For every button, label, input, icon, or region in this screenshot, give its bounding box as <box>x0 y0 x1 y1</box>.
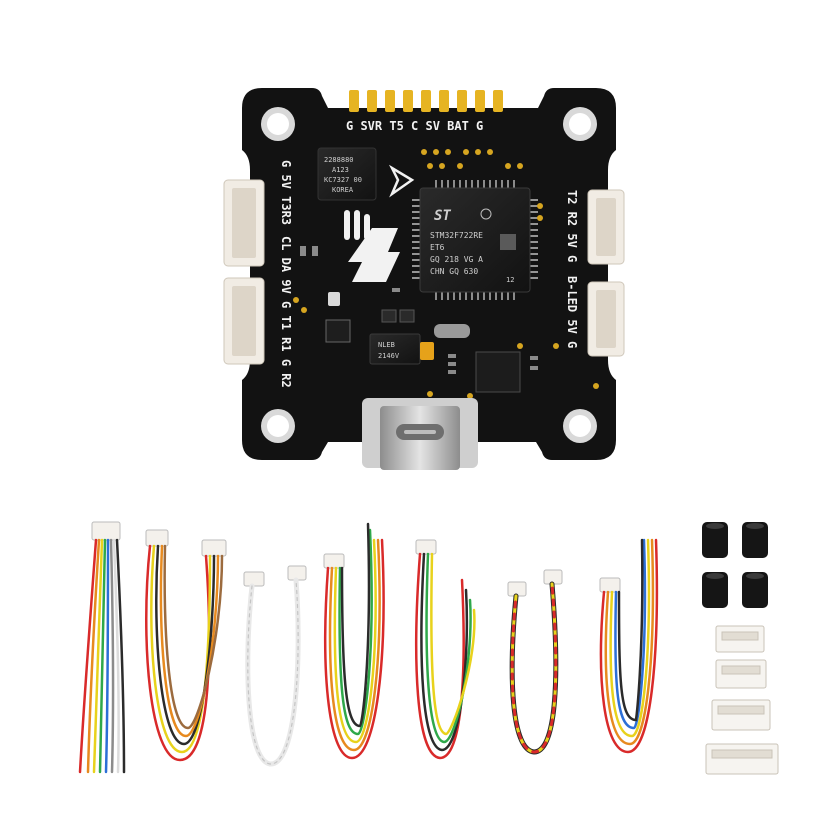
svg-text:STM32F722RE: STM32F722RE <box>430 231 483 240</box>
usb-c-port <box>362 398 478 470</box>
svg-text:ET6: ET6 <box>430 243 445 252</box>
cable-harness-set <box>78 521 659 774</box>
right-connector-bottom <box>587 281 625 357</box>
svg-text:A123: A123 <box>332 166 349 174</box>
grommet <box>702 522 728 558</box>
mcu-chip: ST STM32F722RE ET6 GQ 218 VG A CHN GQ 63… <box>412 180 538 300</box>
right-connector-top <box>587 189 625 265</box>
svg-text:12: 12 <box>506 276 514 284</box>
brand-logo-icon <box>344 210 400 282</box>
left-label-top: G 5V T3R3 <box>279 160 293 225</box>
gyro-chip <box>475 351 521 393</box>
svg-text:KC7327 00: KC7327 00 <box>324 176 362 184</box>
grommet <box>702 572 728 608</box>
tantalum-capacitor <box>420 342 434 360</box>
mounting-holes <box>261 107 597 443</box>
svg-text:NLEB: NLEB <box>378 341 395 349</box>
grommet <box>742 522 768 558</box>
left-label-bottom: CL DA 9V G T1 R1 G R2 <box>279 236 293 388</box>
svg-text:CHN GQ 630: CHN GQ 630 <box>430 267 478 276</box>
right-label-top: T2 R2 5V G <box>565 190 579 262</box>
svg-text:ST: ST <box>434 208 451 224</box>
connector-housing <box>705 743 779 775</box>
vias <box>293 149 599 399</box>
svg-text:KOREA: KOREA <box>332 186 354 194</box>
sensor <box>328 292 340 306</box>
cable-4 <box>323 522 385 760</box>
cable-3 <box>243 565 307 767</box>
cable-5 <box>415 539 476 760</box>
small-chip: 2288880 A123 KC7327 00 KOREA <box>317 147 377 201</box>
regulator-chip: NLEB 2146V <box>369 333 421 365</box>
left-connector-top <box>223 179 265 267</box>
connector-housing <box>711 699 771 731</box>
rubber-grommets <box>702 522 768 608</box>
top-pads-label: G SVR T5 C SV BAT G <box>346 119 483 133</box>
grommet <box>742 572 768 608</box>
cable-2 <box>145 529 227 762</box>
top-solder-pads <box>349 90 503 112</box>
svg-text:2288880: 2288880 <box>324 156 354 164</box>
crystal-oscillator <box>434 324 470 338</box>
svg-text:GQ 218 VG A: GQ 218 VG A <box>430 255 483 264</box>
cable-1 <box>78 521 126 774</box>
cable-6 <box>507 569 563 755</box>
connector-housing <box>715 625 765 653</box>
flight-controller-board: G SVR T5 C SV BAT G G 5V T3R3 CL DA 9V G… <box>223 88 625 470</box>
cable-7 <box>599 538 659 754</box>
right-label-bottom: B-LED 5V G <box>565 276 579 348</box>
arrow-logo-icon <box>388 164 415 198</box>
left-connector-bottom <box>223 277 265 365</box>
spare-connectors <box>705 625 779 775</box>
svg-text:2146V: 2146V <box>378 352 400 360</box>
connector-housing <box>715 659 767 689</box>
